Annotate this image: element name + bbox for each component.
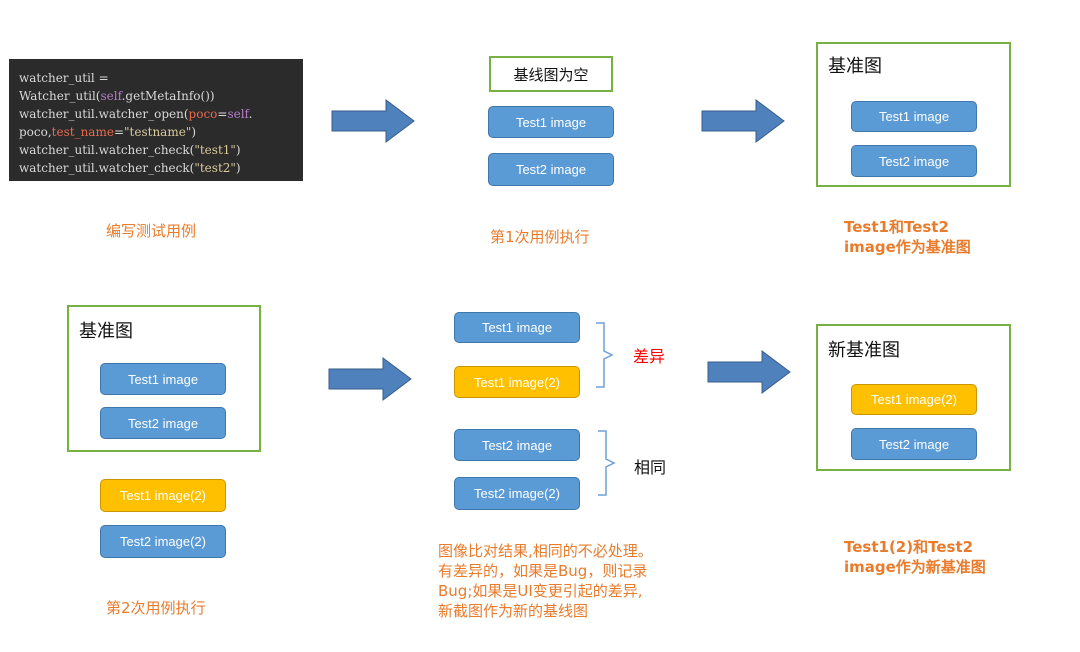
- empty-baseline-title: 基线图为空: [513, 65, 589, 84]
- step4-caption: 第2次用例执行: [106, 599, 206, 617]
- new-baseline-test1-image-2: Test1 image(2): [851, 384, 977, 415]
- diff-label: 差异: [633, 347, 666, 366]
- same-label: 相同: [634, 458, 667, 477]
- step2-test2-image: Test2 image: [488, 153, 614, 186]
- step4-test2-image-2: Test2 image(2): [100, 525, 226, 558]
- baseline-frame-2-title: 基准图: [79, 321, 133, 342]
- step3-caption: Test1和Test2 image作为基准图: [844, 218, 971, 256]
- flow-arrow-4: [707, 350, 791, 394]
- step3-test2-image: Test2 image: [851, 145, 977, 177]
- compare-test1-image-2: Test1 image(2): [454, 366, 580, 398]
- step2-test1-image: Test1 image: [488, 106, 614, 138]
- step4-test2-image: Test2 image: [100, 407, 226, 439]
- step1-caption: 编写测试用例: [106, 222, 197, 240]
- step4-test1-image: Test1 image: [100, 363, 226, 395]
- step6-caption: Test1(2)和Test2 image作为新基准图: [844, 538, 986, 576]
- flow-arrow-1: [331, 99, 415, 143]
- flow-arrow-2: [701, 99, 785, 143]
- empty-baseline-box: 基线图为空: [489, 56, 613, 92]
- new-baseline-test2-image: Test2 image: [851, 428, 977, 460]
- same-brace-icon: [598, 430, 616, 496]
- compare-test2-image: Test2 image: [454, 429, 580, 461]
- step4-test1-image-2: Test1 image(2): [100, 479, 226, 512]
- step3-test1-image: Test1 image: [851, 101, 977, 132]
- step2-caption: 第1次用例执行: [490, 228, 590, 246]
- diff-brace-icon: [596, 322, 614, 388]
- compare-test1-image: Test1 image: [454, 312, 580, 343]
- baseline-frame-title: 基准图: [828, 56, 882, 77]
- new-baseline-frame-title: 新基准图: [828, 340, 900, 361]
- flow-arrow-3: [328, 357, 412, 401]
- code-snippet: watcher_util = Watcher_util(self.getMeta…: [9, 59, 303, 181]
- step5-caption: 图像比对结果,相同的不必处理。 有差异的，如果是Bug，则记录 Bug;如果是U…: [438, 542, 653, 620]
- compare-test2-image-2: Test2 image(2): [454, 477, 580, 510]
